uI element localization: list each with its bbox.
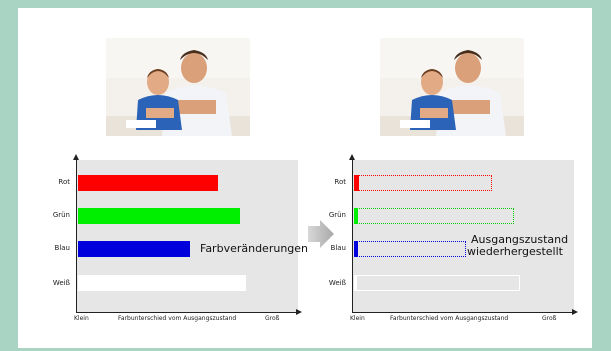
right-category-blau: Blau	[330, 244, 346, 252]
left-chart-y-arrow-icon	[73, 154, 79, 160]
left-x-high-label: Groß	[265, 315, 280, 322]
right-x-low-label: Klein	[350, 315, 365, 322]
right-chart-area	[352, 160, 574, 312]
right-x-high-label: Groß	[542, 315, 557, 322]
right-chart-y-arrow-icon	[349, 154, 355, 160]
right-bar-green-outline	[354, 208, 514, 224]
left-bar-blue	[78, 241, 190, 257]
right-bar-white-outline	[354, 275, 520, 291]
left-category-rot: Rot	[58, 178, 70, 186]
right-bar-white	[354, 275, 357, 291]
left-x-axis-label: Farbunterschied vom Ausgangszustand	[118, 315, 237, 322]
left-category-weiss: Weiß	[52, 279, 70, 287]
left-category-gruen: Grün	[52, 211, 70, 219]
right-annotation-line2: wiederhergestellt	[467, 245, 563, 258]
left-category-blau: Blau	[54, 244, 70, 252]
right-chart-y-axis	[352, 158, 353, 312]
right-category-gruen: Grün	[328, 211, 346, 219]
left-chart-y-axis	[76, 158, 77, 312]
photo-after-illustration	[380, 38, 524, 136]
diagram-panel: Rot Grün Blau Weiß Farbveränderungen Kle…	[18, 8, 592, 348]
photo-before	[106, 38, 250, 136]
transition-arrow-icon	[308, 220, 334, 248]
left-annotation: Farbveränderungen	[200, 242, 309, 255]
right-category-weiss: Weiß	[328, 279, 346, 287]
right-category-rot: Rot	[334, 178, 346, 186]
right-bar-blue-outline	[354, 241, 466, 257]
left-chart-x-arrow-icon	[296, 309, 302, 315]
left-bar-red	[78, 175, 218, 191]
right-x-axis-label: Farbunterschied vom Ausgangszustand	[390, 315, 509, 322]
left-bar-green	[78, 208, 240, 224]
photo-after	[380, 38, 524, 136]
right-bar-red	[354, 175, 359, 191]
left-x-low-label: Klein	[74, 315, 89, 322]
right-chart-x-axis	[352, 312, 574, 313]
right-annotation-line1: Ausgangszustand	[471, 233, 569, 246]
left-bar-white	[78, 275, 246, 291]
right-bar-green	[354, 208, 358, 224]
left-chart-x-axis	[76, 312, 298, 313]
photo-before-illustration	[106, 38, 250, 136]
right-bar-red-outline	[354, 175, 492, 191]
right-bar-blue	[354, 241, 358, 257]
right-chart-x-arrow-icon	[572, 309, 578, 315]
